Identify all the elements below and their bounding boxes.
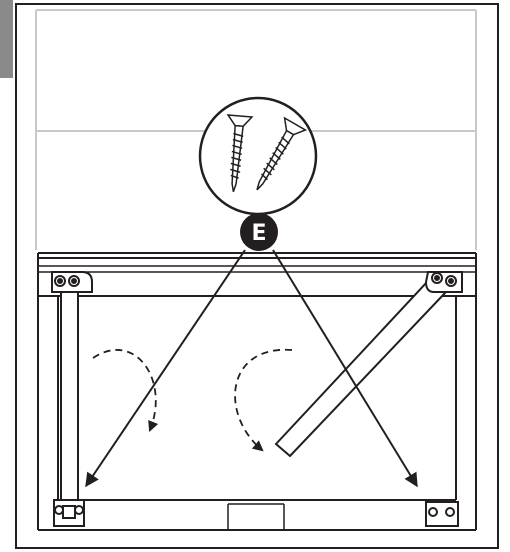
screw-callout [198,96,318,216]
center-notch [227,503,285,530]
left-hinge-arm [51,271,93,507]
part-label: E [251,221,266,246]
right-bottom-bracket [425,501,459,527]
side-tab [0,0,13,78]
left-bottom-bracket [53,499,85,527]
screw-pair-icon [226,114,308,192]
outer-frame [15,3,499,549]
rotation-arrow-left [92,349,159,433]
pointer-arrows [85,249,418,488]
door-panel [37,296,477,531]
part-badge: E [240,213,278,251]
right-hinge-arm [274,271,463,458]
shelf-rail [37,252,477,297]
rotation-arrow-right [234,349,293,452]
